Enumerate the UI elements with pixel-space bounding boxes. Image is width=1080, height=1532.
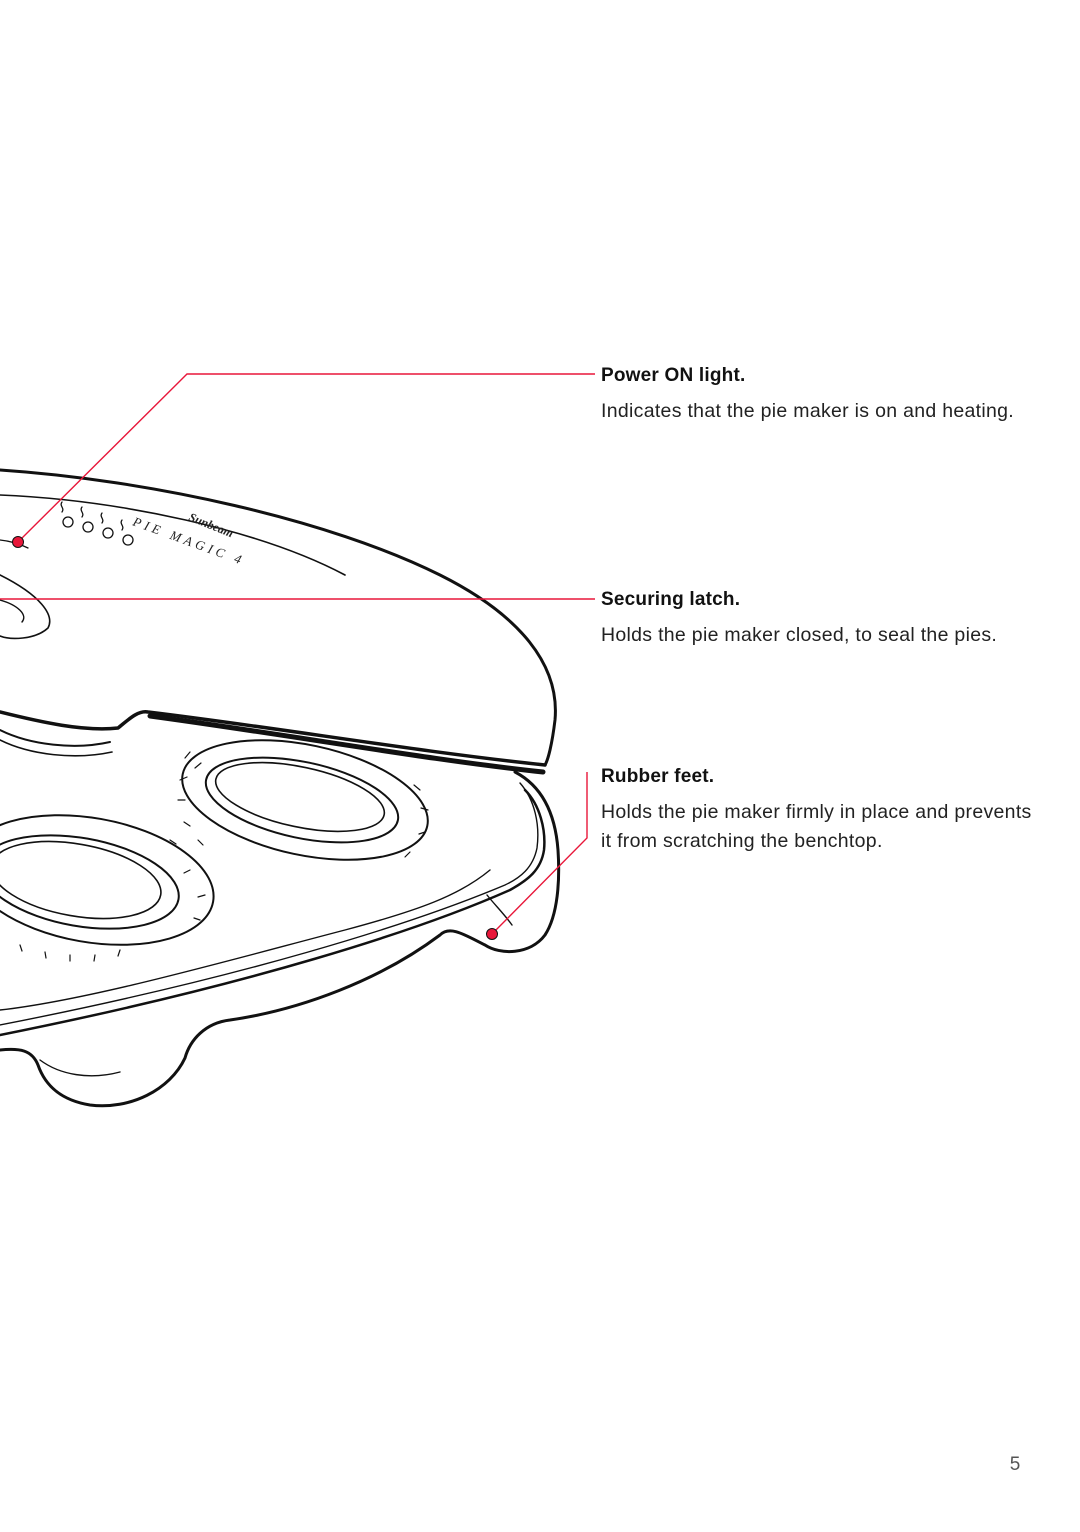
leader-line-feet [491, 772, 588, 935]
callout-title: Securing latch. [601, 589, 741, 610]
lid-outline [0, 468, 557, 767]
callout-power-light: Power ON light. Indicates that the pie m… [601, 365, 1041, 426]
page-number: 5 [1009, 1454, 1021, 1475]
callout-title: Power ON light. [601, 365, 746, 386]
base-outline [0, 770, 561, 1108]
callout-rubber-feet: Rubber feet. Holds the pie maker firmly … [601, 766, 1041, 856]
callout-description: Holds the pie maker closed, to seal the … [601, 624, 998, 646]
callout-securing-latch: Securing latch. Holds the pie maker clos… [601, 589, 1041, 650]
callout-description: Indicates that the pie maker is on and h… [601, 400, 1015, 422]
lid-rim [0, 710, 547, 767]
power-light-marker [12, 536, 24, 548]
callout-title: Rubber feet. [601, 766, 715, 787]
callout-description: Holds the pie maker firmly in place and … [601, 801, 1032, 852]
leader-line-power [17, 373, 595, 543]
rubber-feet-marker [486, 928, 498, 940]
